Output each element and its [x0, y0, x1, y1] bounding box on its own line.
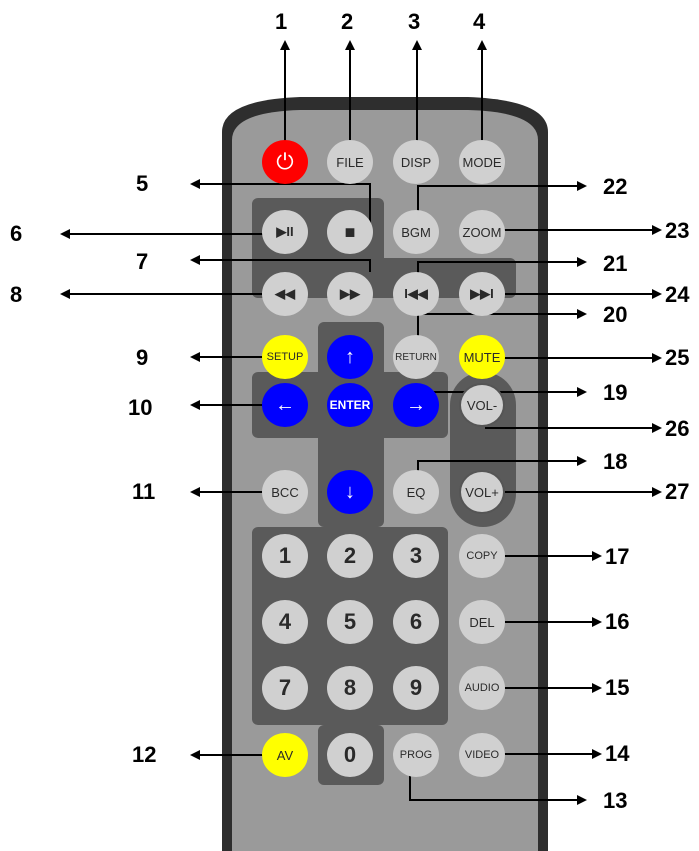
callout-1: 1 [275, 10, 287, 34]
callout-27: 27 [665, 480, 689, 504]
callout-5: 5 [136, 172, 148, 196]
av-button[interactable]: AV [262, 733, 308, 777]
del-button[interactable]: DEL [459, 600, 505, 644]
callout-18: 18 [603, 450, 627, 474]
bcc-button[interactable]: BCC [262, 470, 308, 514]
callout-3: 3 [408, 10, 420, 34]
mode-button[interactable]: MODE [459, 140, 505, 184]
callout-24: 24 [665, 283, 689, 307]
digit-1-button[interactable]: 1 [262, 534, 308, 578]
right-button[interactable]: → [393, 383, 439, 427]
copy-button[interactable]: COPY [459, 534, 505, 578]
next-button[interactable]: ▶▶I [459, 272, 505, 316]
video-button[interactable]: VIDEO [459, 733, 505, 777]
callout-21: 21 [603, 252, 627, 276]
callout-14: 14 [605, 742, 629, 766]
callout-16: 16 [605, 610, 629, 634]
mute-button[interactable]: MUTE [459, 335, 505, 379]
enter-button[interactable]: ENTER [327, 383, 373, 427]
digit-6-button[interactable]: 6 [393, 600, 439, 644]
zoom-button[interactable]: ZOOM [459, 210, 505, 254]
volume-down-button[interactable]: VOL- [459, 383, 505, 427]
callout-2: 2 [341, 10, 353, 34]
callout-7: 7 [136, 250, 148, 274]
digit-9-button[interactable]: 9 [393, 666, 439, 710]
callout-8: 8 [10, 283, 22, 307]
play-pause-button[interactable]: ▶II [262, 210, 308, 254]
callout-15: 15 [605, 676, 629, 700]
bgm-button[interactable]: BGM [393, 210, 439, 254]
callout-10: 10 [128, 396, 152, 420]
callout-13: 13 [603, 789, 627, 813]
callout-6: 6 [10, 222, 22, 246]
digit-7-button[interactable]: 7 [262, 666, 308, 710]
callout-22: 22 [603, 175, 627, 199]
callout-9: 9 [136, 346, 148, 370]
audio-button[interactable]: AUDIO [459, 666, 505, 710]
callout-11: 11 [132, 480, 155, 504]
callout-19: 19 [603, 381, 627, 405]
setup-button[interactable]: SETUP [262, 335, 308, 379]
down-button[interactable]: ↓ [327, 470, 373, 514]
rewind-button[interactable]: ◀◀ [262, 272, 308, 316]
up-button[interactable]: ↑ [327, 335, 373, 379]
volume-up-button[interactable]: VOL+ [459, 470, 505, 514]
file-button[interactable]: FILE [327, 140, 373, 184]
callout-17: 17 [605, 545, 629, 569]
digit-8-button[interactable]: 8 [327, 666, 373, 710]
digit-0-button[interactable]: 0 [327, 733, 373, 777]
digit-3-button[interactable]: 3 [393, 534, 439, 578]
disp-button[interactable]: DISP [393, 140, 439, 184]
callout-23: 23 [665, 219, 689, 243]
prog-button[interactable]: PROG [393, 733, 439, 777]
callout-26: 26 [665, 417, 689, 441]
play-step-button[interactable]: ▶▶ [327, 272, 373, 316]
callout-4: 4 [473, 10, 485, 34]
digit-2-button[interactable]: 2 [327, 534, 373, 578]
eq-button[interactable]: EQ [393, 470, 439, 514]
return-button[interactable]: RETURN [393, 335, 439, 379]
digit-5-button[interactable]: 5 [327, 600, 373, 644]
callout-12: 12 [132, 743, 156, 767]
power-button[interactable]: ⏻ [262, 140, 308, 184]
digit-4-button[interactable]: 4 [262, 600, 308, 644]
stop-button[interactable]: ■ [327, 210, 373, 254]
callout-25: 25 [665, 346, 689, 370]
callout-20: 20 [603, 303, 627, 327]
previous-button[interactable]: I◀◀ [393, 272, 439, 316]
left-button[interactable]: ← [262, 383, 308, 427]
